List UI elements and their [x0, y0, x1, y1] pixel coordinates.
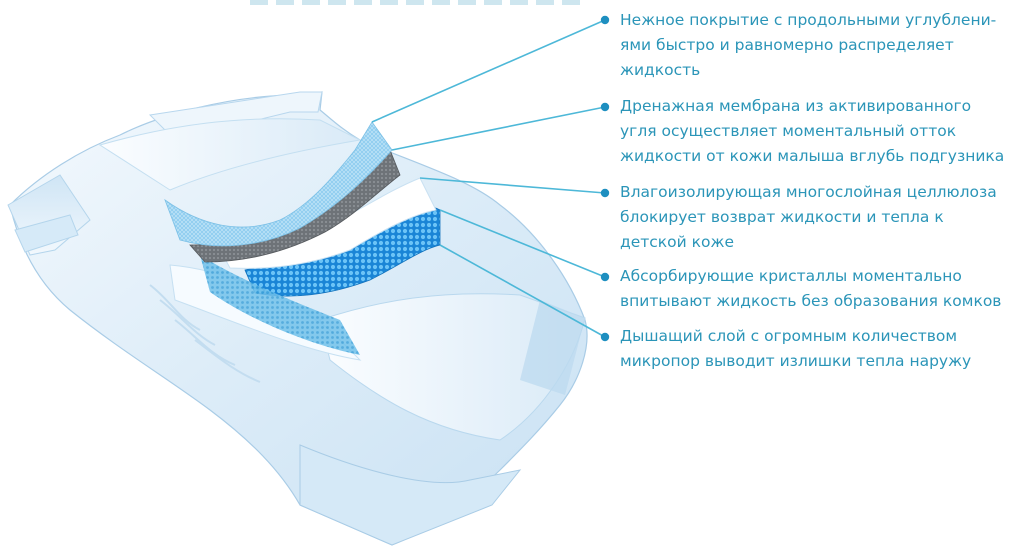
callout-crystals: Абсорбирующие кристаллы моментально впит… [620, 264, 1001, 314]
back-panel [98, 118, 362, 191]
callout-carbon-membrane: Дренажная мембрана из активированного уг… [620, 94, 1004, 169]
mesh-layer [200, 255, 360, 355]
callout-line: Дышащий слой с огромным количеством [620, 327, 958, 345]
callout-line: Нежное покрытие с продольными углублени- [620, 11, 997, 29]
callout-breathable: Дышащий слой с огромным количеством микр… [620, 324, 971, 374]
callout-line: ями быстро и равномерно распределяет [620, 36, 954, 54]
callout-line: впитывают жидкость без образования комко… [620, 292, 1002, 310]
callout-line: жидкость [620, 61, 701, 79]
leg-gathers [149, 284, 261, 383]
front-side-band [520, 300, 585, 395]
callout-line: угля осуществляет моментальный отток [620, 122, 957, 140]
callout-line: Влагоизолирующая многослойная целлюлоза [620, 183, 997, 201]
callout-line: Абсорбирующие кристаллы моментально [620, 267, 962, 285]
callout-line: жидкости от кожи малыша вглубь подгузник… [620, 147, 1005, 165]
cropped-top-graphic [250, 0, 580, 5]
callout-line: микропор выводит излишки тепла наружу [620, 352, 972, 370]
callout-dots [600, 15, 610, 342]
callout-lines [371, 19, 606, 338]
callout-line: блокирует возврат жидкости и тепла к [620, 208, 944, 226]
bottom-wing [299, 444, 522, 546]
left-tab [14, 214, 79, 253]
callout-soft-cover: Нежное покрытие с продольными углублени-… [620, 8, 996, 83]
callout-cellulose: Влагоизолирующая многослойная целлюлоза … [620, 180, 997, 255]
callout-line: Дренажная мембрана из активированного [620, 97, 972, 115]
callout-line: детской коже [620, 233, 734, 251]
